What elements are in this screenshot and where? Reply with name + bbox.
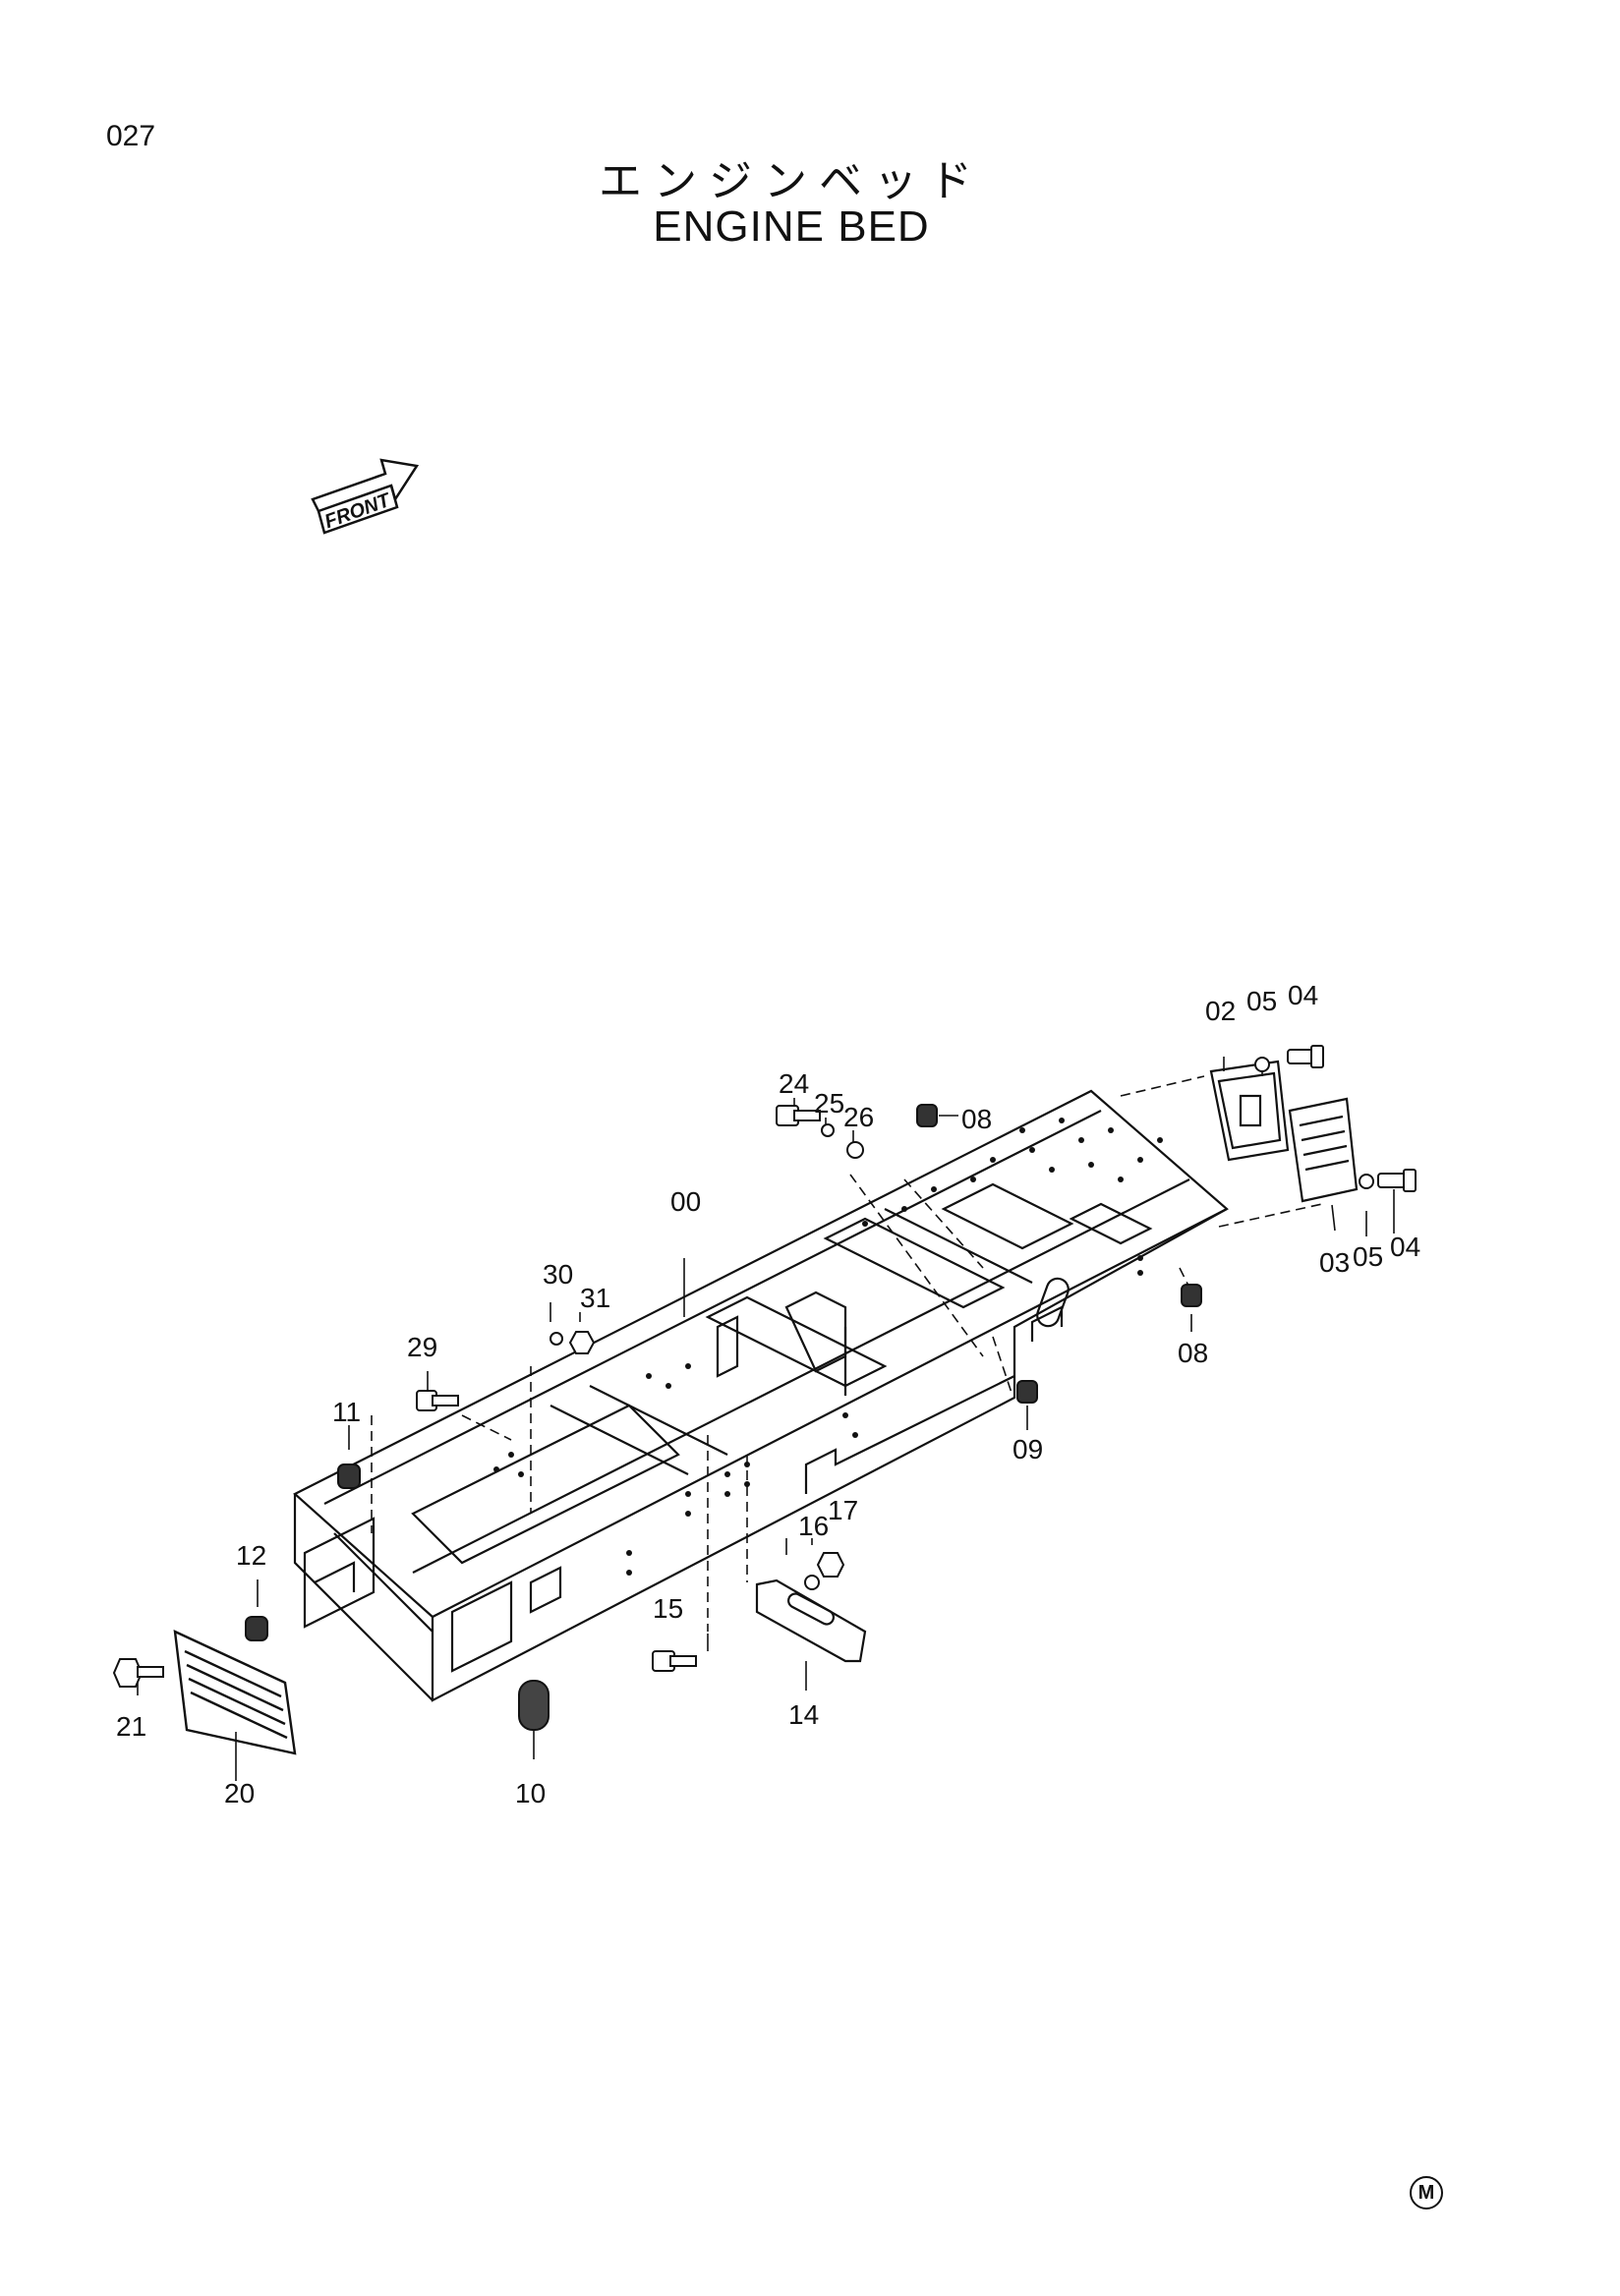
bolt-24 xyxy=(776,1105,821,1126)
nut-17 xyxy=(816,1552,845,1578)
engine-bed-frame xyxy=(293,1089,1229,1702)
callout-08-side: 08 xyxy=(1178,1338,1208,1368)
callout-30: 30 xyxy=(543,1259,573,1290)
title-japanese: エンジンベッド xyxy=(599,156,984,206)
page-number: 027 xyxy=(106,120,156,152)
callout-08-top: 08 xyxy=(961,1104,992,1134)
grommet-08-top xyxy=(916,1104,938,1127)
callout-26: 26 xyxy=(843,1102,874,1132)
grommet-08-side xyxy=(1181,1284,1202,1307)
callout-labels: 00 02 03 04 04 05 05 08 08 09 10 11 12 1… xyxy=(116,980,1420,1808)
callout-24: 24 xyxy=(779,1068,809,1099)
grommet-10 xyxy=(518,1680,550,1731)
grommet-11 xyxy=(337,1464,361,1489)
callout-14: 14 xyxy=(788,1699,819,1730)
callout-05-bottom: 05 xyxy=(1353,1241,1383,1272)
title-english: ENGINE BED xyxy=(653,202,930,251)
callout-05-top: 05 xyxy=(1246,986,1277,1016)
callout-16: 16 xyxy=(798,1511,829,1541)
rear-cover-plate-03 xyxy=(1288,1097,1359,1203)
washer-30 xyxy=(550,1332,563,1346)
callout-21: 21 xyxy=(116,1711,146,1742)
callout-lines xyxy=(137,1057,1395,1781)
washer-05-top xyxy=(1254,1057,1270,1072)
callout-29: 29 xyxy=(407,1332,437,1362)
callout-25: 25 xyxy=(814,1088,844,1119)
frame-holes xyxy=(493,1118,1163,1576)
washer-26 xyxy=(846,1141,864,1159)
rear-cover-plate-02 xyxy=(1209,1060,1290,1162)
bolt-15 xyxy=(652,1650,697,1672)
callout-04-bottom: 04 xyxy=(1390,1232,1420,1262)
callout-00: 00 xyxy=(670,1186,701,1217)
callout-02: 02 xyxy=(1205,996,1236,1026)
bolt-04-bottom xyxy=(1377,1169,1417,1192)
corner-m-mark: M xyxy=(1410,2176,1443,2210)
bolt-29 xyxy=(416,1390,459,1411)
callout-04-top: 04 xyxy=(1288,980,1318,1010)
plate-14 xyxy=(755,1578,867,1663)
callout-11: 11 xyxy=(332,1397,361,1427)
callout-09: 09 xyxy=(1012,1434,1043,1464)
bolt-04-top xyxy=(1287,1045,1324,1068)
grommet-09 xyxy=(1016,1380,1038,1404)
callout-10: 10 xyxy=(515,1778,546,1808)
washer-05-bottom xyxy=(1359,1174,1374,1189)
bolt-21 xyxy=(112,1658,164,1688)
callout-20: 20 xyxy=(224,1778,255,1808)
cover-20 xyxy=(173,1630,297,1755)
nut-31 xyxy=(568,1331,596,1354)
callout-12: 12 xyxy=(236,1540,266,1571)
washer-25 xyxy=(821,1123,835,1137)
washer-16 xyxy=(804,1575,820,1590)
front-arrow-icon: FRONT xyxy=(311,458,420,535)
callout-03: 03 xyxy=(1319,1247,1350,1278)
grommet-12 xyxy=(245,1616,268,1641)
callout-15: 15 xyxy=(653,1593,683,1624)
callout-17: 17 xyxy=(828,1495,858,1525)
callout-31: 31 xyxy=(580,1283,610,1313)
